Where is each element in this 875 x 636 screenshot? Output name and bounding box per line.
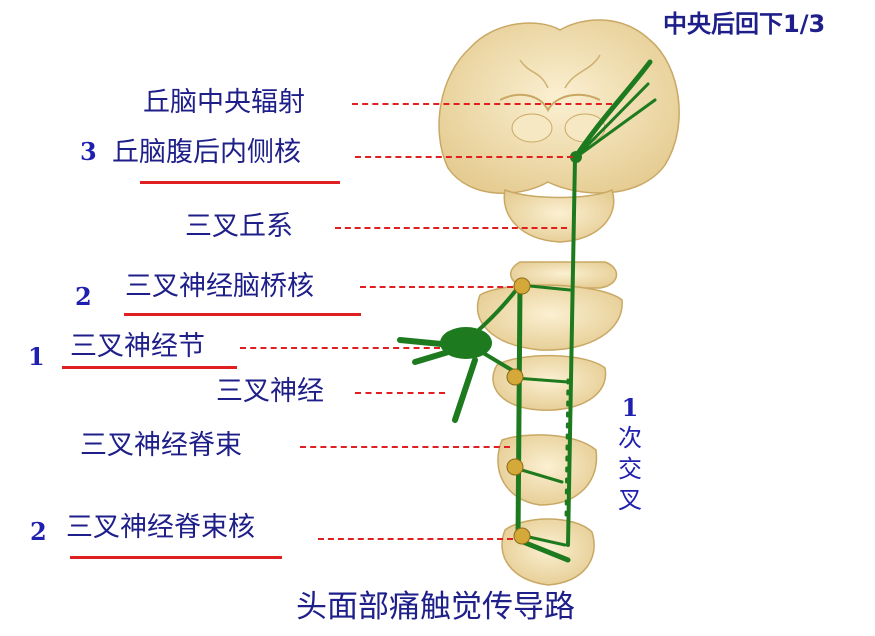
- label-trigeminal-lemniscus: 三叉丘系: [185, 213, 293, 240]
- leader-spinal-tract: [300, 446, 510, 448]
- decussation-number: 1: [613, 392, 647, 423]
- order-number-pontine: 2: [75, 285, 92, 309]
- underline-vpm-nucleus: [140, 181, 340, 184]
- pons-section: [478, 285, 623, 350]
- cerebrum-section: [439, 20, 679, 193]
- decussation-char-1: 次: [613, 423, 647, 454]
- spinal-nucleus-dot-lower: [514, 528, 530, 544]
- label-pontine-nucleus: 三叉神经脑桥核: [125, 273, 314, 300]
- cortex-target-label: 中央后回下1/3: [663, 12, 825, 36]
- spinal-nucleus-dot-upper: [507, 369, 523, 385]
- midbrain-section: [504, 190, 613, 242]
- label-spinal-tract: 三叉神经脊束: [80, 432, 242, 459]
- label-ganglion: 三叉神经节: [70, 333, 205, 360]
- leader-spinal-nucleus: [318, 538, 513, 540]
- leader-thalamic-radiation: [352, 103, 612, 105]
- label-spinal-nucleus: 三叉神经脊束核: [66, 514, 255, 541]
- label-thalamic-radiation: 丘脑中央辐射: [143, 89, 305, 116]
- leader-trigeminal-lemniscus: [335, 227, 567, 229]
- leader-nerve: [355, 392, 445, 394]
- leader-vpm-nucleus: [355, 156, 573, 158]
- label-vpm-nucleus: 丘脑腹后内侧核: [112, 139, 301, 166]
- trigeminal-ganglion: [440, 327, 492, 359]
- leader-pontine-nucleus: [360, 286, 513, 288]
- pontine-nucleus-dot: [514, 278, 530, 294]
- underline-pontine-nucleus: [124, 313, 361, 316]
- decussation-char-2: 交: [613, 454, 647, 485]
- spinal-nucleus-dot-middle: [507, 459, 523, 475]
- order-number-spinal-nucleus: 2: [30, 520, 47, 544]
- figure-caption: 头面部痛触觉传导路: [296, 592, 575, 623]
- underline-ganglion: [62, 366, 237, 369]
- leader-ganglion: [240, 347, 440, 349]
- label-nerve: 三叉神经: [216, 378, 324, 405]
- order-number-ganglion: 1: [28, 345, 45, 369]
- order-number-vpm: 3: [80, 140, 97, 164]
- decussation-label: 1 次 交 叉: [613, 392, 647, 516]
- underline-spinal-nucleus: [70, 556, 282, 559]
- decussation-char-3: 叉: [613, 485, 647, 516]
